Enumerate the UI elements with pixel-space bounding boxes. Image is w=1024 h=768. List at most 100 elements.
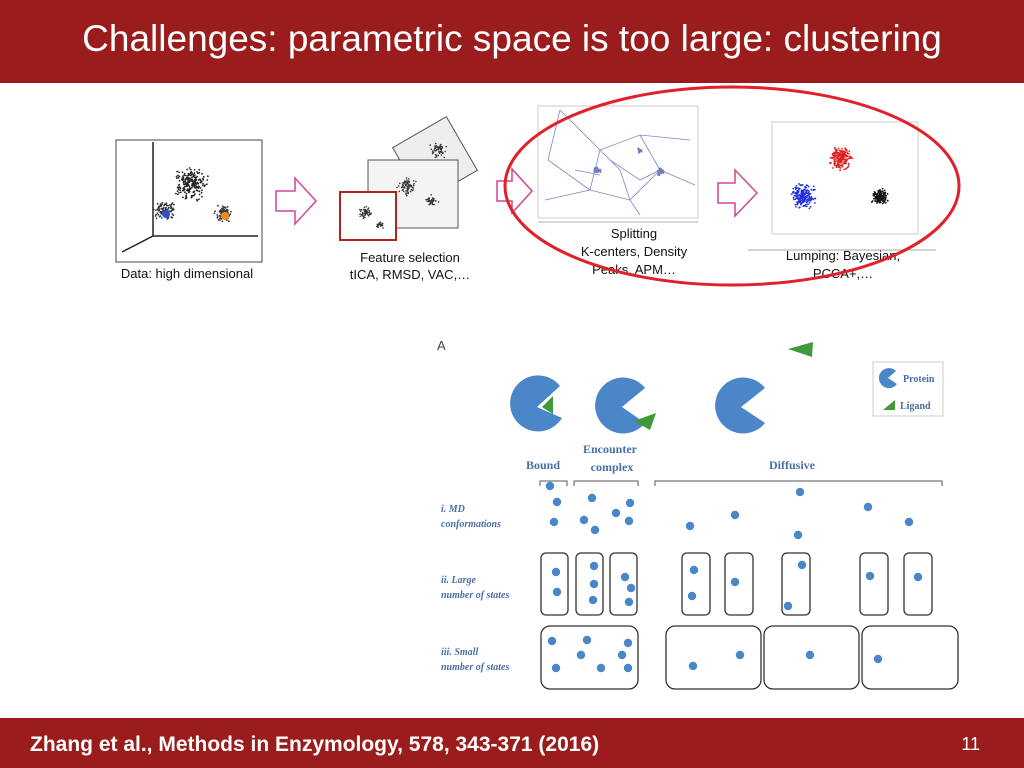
data-point bbox=[196, 189, 198, 191]
data-point bbox=[431, 199, 433, 201]
protein-icon bbox=[715, 378, 765, 434]
data-point bbox=[638, 151, 639, 152]
data-point bbox=[438, 201, 440, 203]
data-point bbox=[182, 197, 184, 199]
data-point bbox=[845, 154, 847, 156]
data-point bbox=[158, 207, 160, 209]
state-box bbox=[541, 553, 568, 615]
data-point bbox=[406, 181, 408, 183]
data-point bbox=[413, 183, 415, 185]
data-point bbox=[179, 180, 181, 182]
stage-encounter-label-line1: Encounter bbox=[583, 442, 638, 456]
data-point bbox=[848, 165, 850, 167]
data-point bbox=[428, 197, 430, 199]
data-point bbox=[403, 191, 405, 193]
conformation-dot bbox=[784, 602, 792, 610]
data-point bbox=[160, 206, 162, 208]
data-point bbox=[415, 181, 417, 183]
data-point bbox=[411, 189, 413, 191]
data-point bbox=[405, 184, 407, 186]
data-point bbox=[198, 179, 200, 181]
arrow-right-icon bbox=[497, 169, 532, 213]
data-point bbox=[407, 192, 409, 194]
data-point bbox=[432, 204, 434, 206]
data-point bbox=[808, 192, 810, 194]
data-point bbox=[438, 151, 440, 153]
conformation-dot bbox=[796, 488, 804, 496]
data-point bbox=[408, 187, 410, 189]
data-point bbox=[839, 167, 841, 169]
data-point bbox=[183, 184, 185, 186]
data-point bbox=[638, 148, 639, 149]
data-point bbox=[435, 150, 437, 152]
data-point bbox=[596, 170, 597, 171]
conformation-dot bbox=[612, 509, 620, 517]
data-point bbox=[884, 200, 886, 202]
data-point bbox=[430, 194, 432, 196]
data-point bbox=[798, 207, 800, 209]
conformation-dot bbox=[580, 516, 588, 524]
data-point bbox=[803, 191, 805, 193]
data-point bbox=[600, 171, 601, 172]
data-point bbox=[365, 214, 367, 216]
conformation-dot bbox=[625, 517, 633, 525]
data-point bbox=[658, 170, 659, 171]
conformation-dot bbox=[624, 664, 632, 672]
stage-encounter-label-line2: complex bbox=[591, 460, 634, 474]
data-point bbox=[196, 199, 198, 201]
data-point bbox=[216, 214, 218, 216]
data-point bbox=[806, 195, 808, 197]
footer-bar: Zhang et al., Methods in Enzymology, 578… bbox=[0, 718, 1024, 768]
data-point bbox=[192, 195, 194, 197]
data-point bbox=[836, 164, 838, 166]
data-point bbox=[217, 217, 219, 219]
page-number: 11 bbox=[961, 734, 980, 755]
data-point bbox=[158, 209, 160, 211]
data-point bbox=[836, 166, 838, 168]
data-point bbox=[158, 214, 160, 216]
data-point bbox=[369, 212, 371, 214]
data-point bbox=[804, 186, 806, 188]
data-point bbox=[428, 204, 430, 206]
data-point bbox=[162, 208, 164, 210]
data-point bbox=[813, 186, 815, 188]
conformation-dot bbox=[794, 531, 802, 539]
data-point bbox=[435, 200, 437, 202]
data-point bbox=[806, 206, 808, 208]
data-point bbox=[814, 202, 816, 204]
legend-ligand-label: Ligand bbox=[900, 401, 931, 412]
data-point bbox=[182, 171, 184, 173]
data-point bbox=[408, 181, 410, 183]
conformation-dot bbox=[625, 598, 633, 606]
data-point bbox=[444, 151, 446, 153]
data-point bbox=[194, 169, 196, 171]
conformation-dot bbox=[553, 588, 561, 596]
stage-diffusive-label: Diffusive bbox=[769, 458, 816, 472]
data-point bbox=[791, 193, 793, 195]
data-point bbox=[402, 184, 404, 186]
data-point bbox=[184, 189, 186, 191]
data-point bbox=[227, 206, 229, 208]
data-point bbox=[190, 180, 192, 182]
data-point bbox=[359, 216, 361, 218]
data-point bbox=[848, 150, 850, 152]
data-point bbox=[429, 203, 431, 205]
data-point bbox=[406, 195, 408, 197]
conformation-dot bbox=[548, 637, 556, 645]
data-point bbox=[160, 203, 162, 205]
data-point bbox=[380, 223, 382, 225]
data-point bbox=[850, 157, 852, 159]
data-point bbox=[805, 191, 807, 193]
data-point bbox=[190, 171, 192, 173]
data-point bbox=[398, 185, 400, 187]
data-point bbox=[850, 156, 852, 158]
data-point bbox=[221, 221, 223, 223]
state-box bbox=[904, 553, 932, 615]
data-point bbox=[178, 171, 180, 173]
data-point bbox=[807, 199, 809, 201]
data-point bbox=[837, 155, 839, 157]
data-point bbox=[794, 198, 796, 200]
data-point bbox=[157, 203, 159, 205]
data-point bbox=[172, 202, 174, 204]
data-point bbox=[884, 194, 886, 196]
